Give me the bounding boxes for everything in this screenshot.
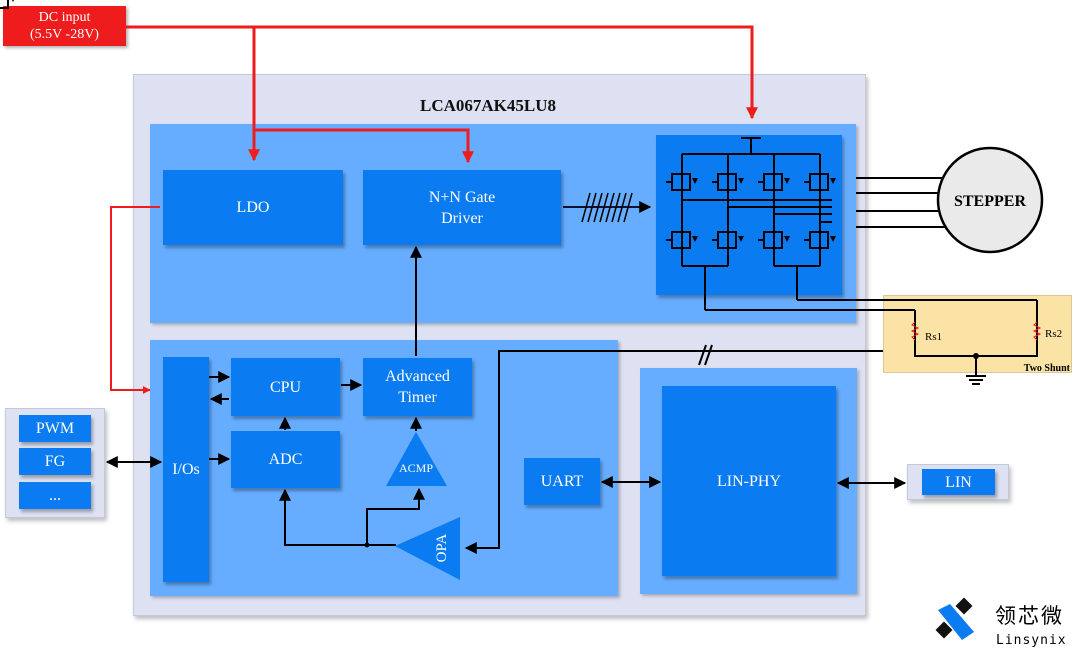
acmp-symbol [386,432,447,486]
pwm-label: PWM [35,420,75,437]
dc-input-label-2: (5.5V -28V) [30,27,99,42]
stepper-label: STEPPER [954,193,1026,210]
dc-input-box: DC input (5.5V -28V) [3,6,126,46]
gate-bus [563,192,652,223]
lin-phy-block: LIN-PHY [662,386,836,576]
cpu-label: CPU [269,378,302,396]
adc-label: ADC [268,451,303,468]
shunt-circuit [860,300,1042,385]
gate-driver-label-1: N+N Gate [428,188,496,206]
lin-bus-label: LIN [945,473,972,491]
ldo-block: LDO [163,170,343,245]
uart-block: UART [524,458,600,505]
dc-input-label-1: DC input [38,10,91,25]
timer-label-1: Advanced [385,368,450,385]
acmp-label: ACMP [399,461,433,475]
junction-dot [364,542,370,548]
gate-driver-label-2: Driver [441,209,483,227]
power-line-to-bridge [126,25,758,120]
fg-label: FG [44,453,66,470]
logo-en: Linsynix [996,633,1067,648]
linsynix-logo-icon [935,597,974,640]
mcu-arrows [105,245,907,546]
mosfet-icons [0,0,837,249]
ldo-label: LDO [236,199,270,216]
rs2-label: Rs2 [1045,328,1062,340]
adc-block: ADC [231,431,340,488]
uart-label: UART [540,473,584,490]
lin-bus: LIN [922,469,995,495]
opa-symbol [395,517,460,580]
timer-label-2: Timer [398,389,437,406]
opa-label: OPA [434,534,450,563]
two-shunt-label: Two Shunt [1024,363,1071,374]
stepper-motor [936,146,1044,254]
fg-signal: FG [19,448,91,475]
more-signals: ... [19,482,91,509]
power-line-to-driver [254,128,474,164]
power-lines [110,25,758,394]
more-label: ... [49,487,61,504]
ios-label: I/Os [172,461,200,478]
pwm-signal: PWM [19,415,91,442]
mosfet-bridge [681,137,1037,311]
advanced-timer-block: Advanced Timer [363,358,472,416]
sense-line [464,350,883,554]
ldo-to-ios-line [110,206,160,394]
chip-title: LCA067AK45LU8 [420,96,557,115]
motor-wires [856,177,945,228]
logo-cn: 领芯微 [995,604,1064,628]
ground-node [973,353,979,359]
lin-phy-label: LIN-PHY [717,472,781,490]
cpu-block: CPU [231,358,340,416]
rs1-label: Rs1 [925,331,942,343]
ios-block: I/Os [163,357,209,582]
gate-driver-block: N+N Gate Driver [363,170,561,245]
